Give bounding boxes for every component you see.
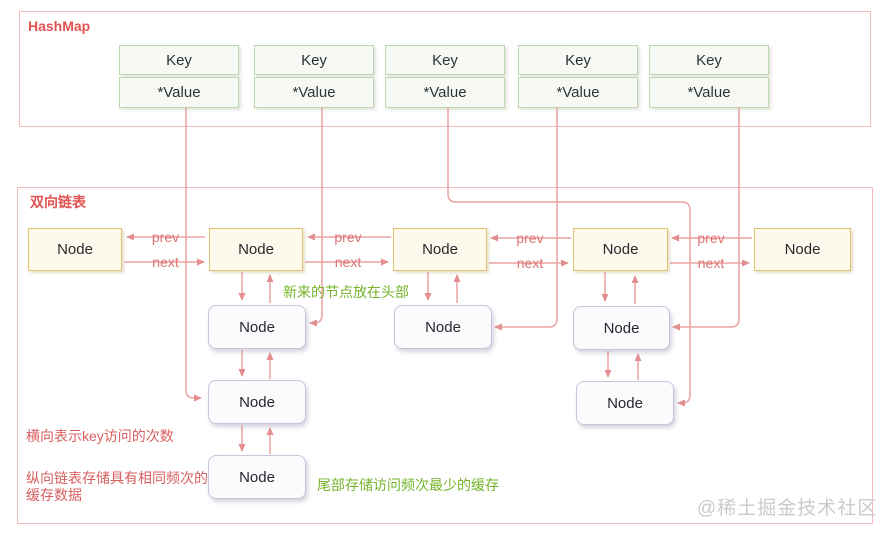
list-node-4: Node [573,228,668,271]
next-label-2: next [334,254,362,270]
next-label-4: next [697,255,725,271]
chain4-node-1: Node [573,306,670,350]
list-node-3: Node [393,228,487,271]
prev-label-4: prev [697,230,725,246]
hashmap-container [19,11,871,127]
chain4-node-2: Node [576,381,674,425]
key-box: Key [518,45,638,75]
hashmap-entry-3: Key *Value [385,45,505,108]
prev-label-1: prev [151,229,180,245]
key-box: Key [254,45,374,75]
hashmap-entry-4: Key *Value [518,45,638,108]
prev-label-3: prev [516,230,544,246]
tail-note: 尾部存储访问频次最少的缓存 [317,477,499,493]
watermark: @稀土掘金技术社区 [697,498,878,519]
hashmap-entry-2: Key *Value [254,45,374,108]
prev-label-2: prev [334,229,362,245]
value-box: *Value [254,77,374,108]
chain2-node-3: Node [208,455,306,499]
value-box: *Value [518,77,638,108]
head-note: 新来的节点放在头部 [283,284,409,300]
hashmap-entry-5: Key *Value [649,45,769,108]
horizontal-note: 横向表示key访问的次数 [26,428,174,444]
linked-list-title: 双向链表 [30,194,86,210]
list-node-1: Node [28,228,122,271]
value-box: *Value [649,77,769,108]
hashmap-title: HashMap [28,18,91,34]
key-box: Key [119,45,239,75]
chain3-node-1: Node [394,305,492,349]
key-box: Key [385,45,505,75]
hashmap-entry-1: Key *Value [119,45,239,108]
value-box: *Value [385,77,505,108]
linked-list-container [17,187,873,524]
chain2-node-2: Node [208,380,306,424]
list-node-2: Node [209,228,303,271]
next-label-1: next [152,254,179,270]
list-node-5: Node [754,228,851,271]
next-label-3: next [516,255,544,271]
vertical-note: 纵向链表存储具有相同频次的缓存数据 [26,470,208,503]
chain2-node-1: Node [208,305,306,349]
key-box: Key [649,45,769,75]
value-box: *Value [119,77,239,108]
